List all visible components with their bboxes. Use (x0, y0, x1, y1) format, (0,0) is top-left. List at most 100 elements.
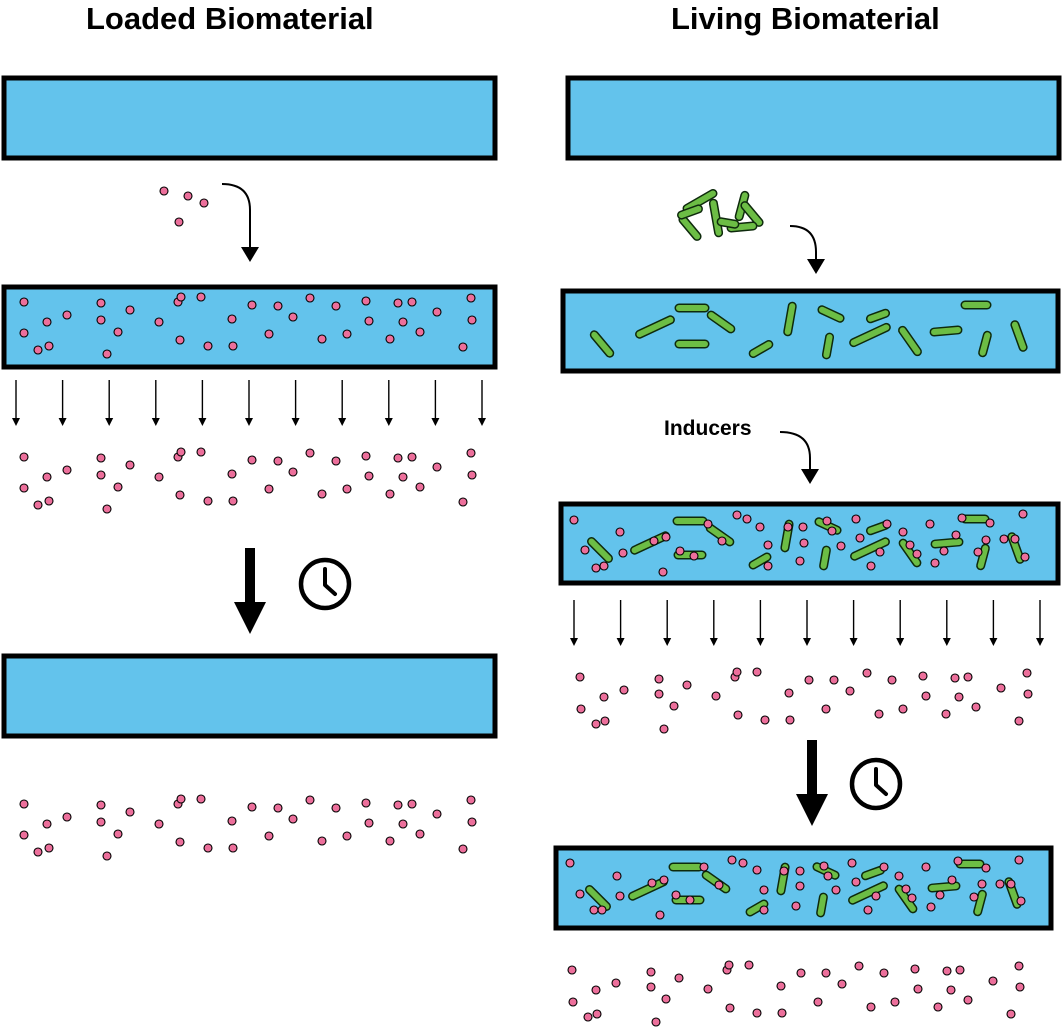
particle (288, 312, 298, 322)
arrow-head (58, 418, 67, 426)
particle (682, 680, 692, 690)
particle (407, 452, 417, 462)
arrow-head (478, 418, 486, 426)
arrow-head (198, 418, 207, 426)
particle (863, 905, 873, 915)
particle (821, 968, 831, 978)
particle (913, 984, 923, 994)
bacterium (750, 554, 770, 568)
bacterium (718, 218, 738, 228)
particle (458, 844, 468, 854)
particle (273, 301, 283, 311)
particle (951, 530, 961, 540)
particle (305, 293, 315, 303)
particle (113, 327, 123, 337)
particle (837, 979, 847, 989)
particle (907, 893, 917, 903)
particle (763, 561, 773, 571)
particle (851, 877, 861, 887)
particle (19, 297, 29, 307)
particle (854, 961, 864, 971)
particle (1006, 879, 1016, 889)
released-particles (19, 447, 477, 514)
particle (752, 865, 762, 875)
induction-arrow (779, 431, 819, 484)
particle (875, 547, 885, 557)
particle (458, 497, 468, 507)
particle (591, 985, 601, 995)
particle (125, 460, 135, 470)
arrow-head (234, 602, 266, 634)
particle (228, 843, 238, 853)
particle (432, 809, 442, 819)
clock-icon (298, 557, 352, 611)
particle (725, 1003, 735, 1013)
particle (615, 527, 625, 537)
particle (247, 802, 257, 812)
bacterium (974, 891, 986, 915)
particle (935, 890, 945, 900)
particle (203, 843, 213, 853)
arrow-head (663, 638, 672, 646)
bacteria-in-material (589, 300, 1028, 360)
particle (102, 851, 112, 861)
particle (759, 885, 769, 895)
particle (591, 563, 601, 573)
bacterium (850, 324, 890, 346)
particle (393, 298, 403, 308)
particle (674, 973, 684, 983)
bacterium (679, 216, 701, 240)
arrow-head (570, 638, 578, 646)
particle (836, 541, 846, 551)
bacterium (586, 886, 610, 910)
particle (113, 482, 123, 492)
particle (305, 448, 315, 458)
particle (963, 672, 973, 682)
particle (227, 314, 237, 324)
particle (977, 879, 987, 889)
particle (898, 527, 908, 537)
produced-particles (565, 855, 1026, 920)
arrow-head (245, 418, 253, 426)
particle (1014, 855, 1024, 865)
particle (654, 674, 664, 684)
particle (247, 455, 257, 465)
particle (618, 548, 628, 558)
particle (763, 540, 773, 550)
particle (600, 716, 610, 726)
particle (829, 675, 839, 685)
particle (703, 984, 713, 994)
particle (887, 675, 897, 685)
particle (845, 686, 855, 696)
particle (755, 522, 765, 532)
arrow-head (709, 638, 718, 646)
particle (19, 328, 29, 338)
biomaterial-slab-depleted (1, 653, 498, 739)
bacterium (979, 332, 991, 356)
biomaterial-slab-empty (1, 75, 498, 161)
bacterium (741, 202, 763, 226)
particle (96, 470, 106, 480)
particle (331, 803, 341, 813)
particle (102, 504, 112, 514)
particle (42, 472, 52, 482)
particle (996, 683, 1006, 693)
bacterium (710, 200, 722, 236)
bacterium (636, 316, 674, 338)
particle (831, 885, 841, 895)
particle (361, 296, 371, 306)
bacterium (813, 863, 839, 879)
particle (717, 536, 727, 546)
time-arrow (796, 740, 828, 826)
bacterium (977, 545, 989, 569)
particle (963, 995, 973, 1005)
produced-particles (569, 509, 1030, 577)
released-particles-final (19, 794, 477, 861)
particle (1010, 534, 1020, 544)
particle (305, 795, 315, 805)
bacterium (708, 312, 734, 332)
particle (247, 300, 257, 310)
particle (619, 685, 629, 695)
particle (565, 858, 575, 868)
